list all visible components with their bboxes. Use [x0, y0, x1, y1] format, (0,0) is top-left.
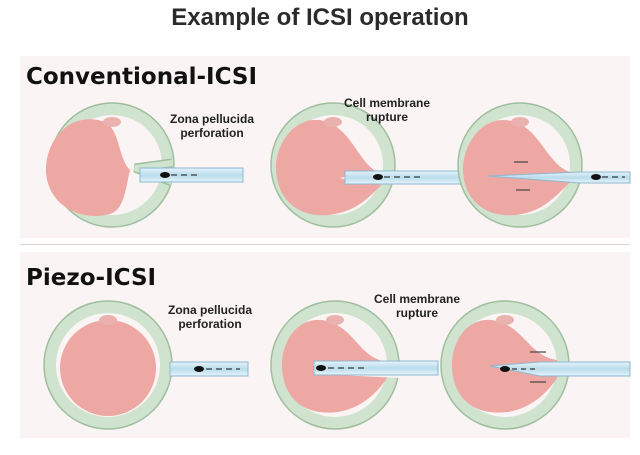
conventional-step3-oocyte	[457, 102, 583, 228]
conventional-step1-oocyte	[45, 102, 175, 228]
conventional-step2-oocyte	[270, 102, 396, 228]
conventional-step1-pipette	[139, 167, 244, 183]
conventional-step2-pipette	[344, 170, 466, 185]
conventional-step3-pipette	[487, 171, 631, 184]
piezo-step3-pipette	[489, 361, 631, 377]
piezo-step1-pipette	[169, 361, 249, 377]
figure-title: Example of ICSI operation	[171, 4, 469, 31]
annotation-zona-perforation-piezo: Zona pellucida perforation	[168, 303, 253, 331]
sperm-head	[160, 172, 170, 178]
annotation-membrane-rupture-conventional: Cell membrane rupture	[344, 96, 431, 124]
conventional-icsi-label: Conventional-ICSI	[26, 64, 258, 90]
polar-body	[103, 117, 121, 127]
piezo-step2-pipette	[313, 360, 439, 376]
piezo-step1-oocyte	[43, 300, 173, 430]
piezo-icsi-label: Piezo-ICSI	[26, 265, 157, 291]
annotation-membrane-rupture-piezo: Cell membrane rupture	[374, 292, 461, 320]
cytoplasm	[45, 119, 130, 216]
annotation-zona-perforation-conventional: Zona pellucida perforation	[170, 112, 255, 140]
section-divider	[20, 244, 630, 245]
